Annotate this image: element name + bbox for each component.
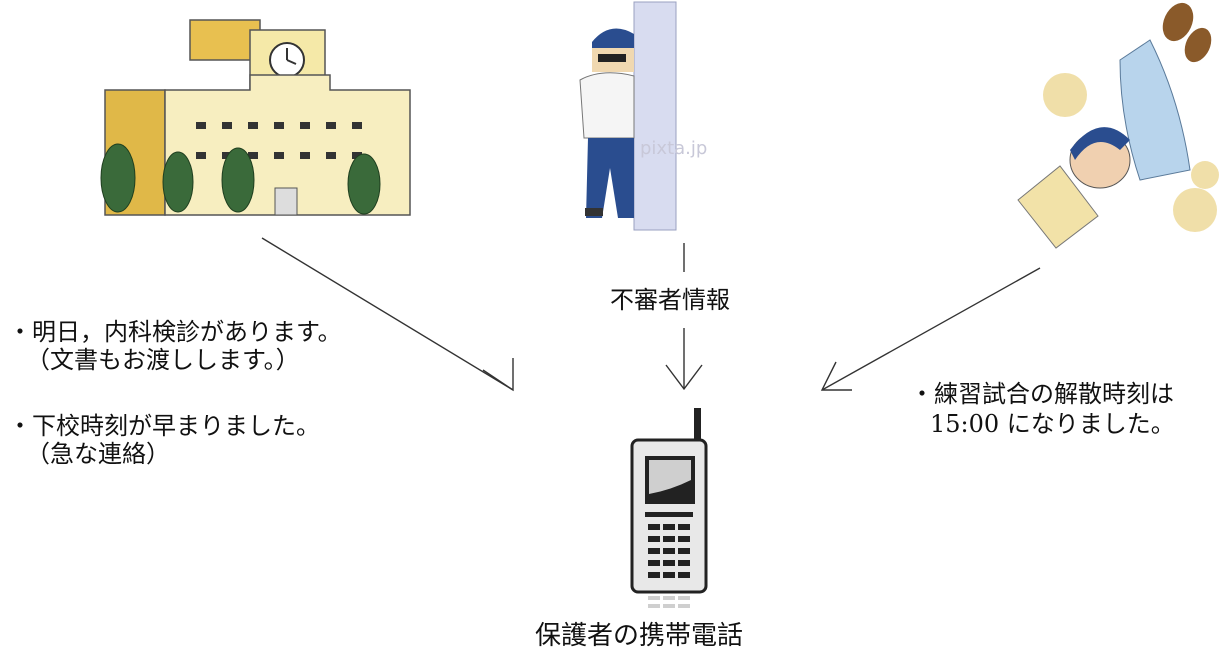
school-message-early-dismissal-note: （急な連絡） bbox=[26, 440, 170, 468]
practice-match-message-line1: ・練習試合の解散時刻は bbox=[910, 380, 1174, 408]
school-message-checkup-note: （文書もお渡しします。） bbox=[26, 346, 300, 374]
arrow-suspicious-to-phone bbox=[665, 243, 703, 391]
practice-match-message-line2: 15:00 になりました。 bbox=[930, 410, 1175, 438]
school-building-icon bbox=[100, 19, 411, 216]
suspicious-person-icon bbox=[579, 1, 677, 231]
falling-child-icon bbox=[1017, 2, 1219, 249]
school-message-checkup: ・明日，内科検診があります。 bbox=[8, 318, 342, 346]
watermark-text: pixta.jp bbox=[640, 138, 708, 159]
mobile-phone-icon bbox=[630, 408, 708, 608]
arrow-practice-to-phone bbox=[820, 267, 1041, 391]
phone-label: 保護者の携帯電話 bbox=[535, 621, 744, 651]
arrow-school-to-phone bbox=[261, 237, 514, 392]
school-message-early-dismissal: ・下校時刻が早まりました。 bbox=[8, 412, 320, 440]
suspicious-person-label: 不審者情報 bbox=[610, 286, 730, 314]
